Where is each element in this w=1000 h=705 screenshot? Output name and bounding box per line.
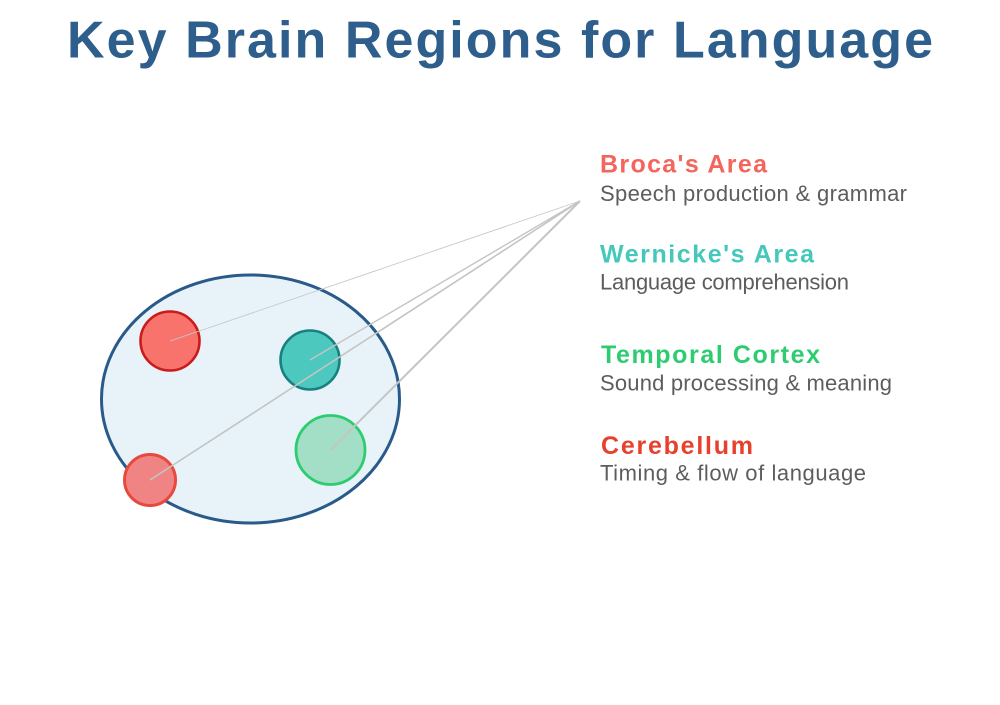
svg-text:Broca's Area: Broca's Area — [600, 150, 768, 178]
svg-text:Key Brain Regions for Language: Key Brain Regions for Language — [67, 12, 933, 70]
svg-text:Speech production & grammar: Speech production & grammar — [600, 181, 907, 206]
svg-text:Wernicke's Area: Wernicke's Area — [600, 240, 815, 268]
svg-text:Cerebellum: Cerebellum — [601, 432, 753, 460]
svg-text:Sound processing & meaning: Sound processing & meaning — [600, 371, 892, 396]
svg-text:Language comprehension: Language comprehension — [600, 270, 849, 295]
svg-text:Temporal Cortex: Temporal Cortex — [601, 341, 820, 369]
svg-text:Timing & flow of language: Timing & flow of language — [600, 461, 866, 486]
